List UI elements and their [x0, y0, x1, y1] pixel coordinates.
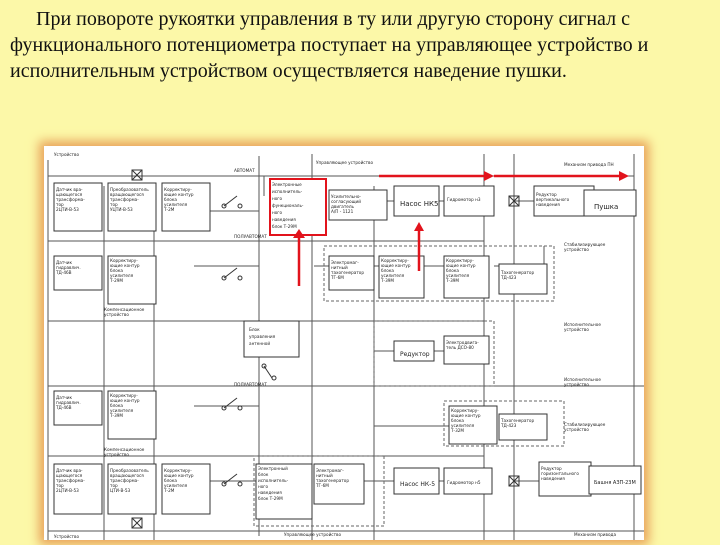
- reducer: Редуктор: [400, 351, 430, 358]
- bottom-right-label: Механизм привода: [574, 532, 616, 537]
- semiautomat-mid: ПОЛУАВТОМАТ: [234, 382, 267, 387]
- automat-top: АВТОМАТ: [234, 168, 255, 173]
- hydromotor-bottom: Гидромотор н5: [447, 480, 481, 485]
- electromotor-label: Электродвига-тель ДСО-80: [446, 340, 479, 350]
- slide-text: При повороте рукоятки управления в ту ил…: [10, 6, 710, 84]
- control-device-top: Управляющее устройство: [316, 160, 374, 165]
- gun-drive-label: Механизм привода ПН: [564, 162, 614, 167]
- pump-bottom: Насос НК-5: [400, 481, 435, 488]
- turret: Башня АЗП-23М: [594, 480, 636, 486]
- block-diagram: Устройство АВТОМАТ ПОЛУАВТОМАТ Управляющ…: [47, 152, 644, 540]
- pump-top: Насос НК5: [400, 200, 438, 208]
- diagram-frame: Устройство АВТОМАТ ПОЛУАВТОМАТ Управляющ…: [44, 146, 644, 540]
- semiautomat-top: ПОЛУАВТОМАТ: [234, 234, 267, 239]
- paragraph: При повороте рукоятки управления в ту ил…: [10, 8, 649, 82]
- control-device-bottom: Управляющее устройство: [284, 532, 342, 537]
- hydromotor-top: Гидромотор н3: [447, 197, 481, 202]
- bottom-left-label: Устройство: [54, 534, 79, 539]
- gun: Пушка: [594, 203, 618, 211]
- top-left-label: Устройство: [54, 152, 79, 157]
